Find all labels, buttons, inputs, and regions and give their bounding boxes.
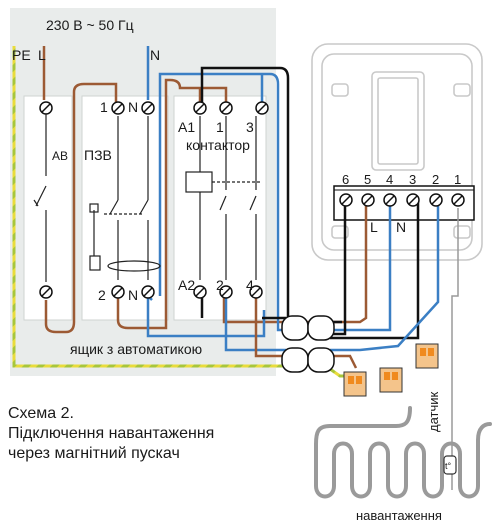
wire-control-return bbox=[330, 202, 420, 340]
sensor-cable bbox=[451, 208, 459, 490]
thermostat-letter-l: L bbox=[370, 219, 378, 235]
n-label: N bbox=[150, 47, 160, 63]
wire-breaker-to-rcd bbox=[44, 82, 118, 334]
screw-terminals bbox=[39, 101, 465, 299]
contactor-bottom-a2: A2 bbox=[178, 277, 195, 293]
thermostat-terminal-block bbox=[333, 185, 475, 221]
screw-slot bbox=[363, 195, 373, 205]
rcd-bottom-2: 2 bbox=[98, 287, 106, 303]
contactor-coil-symbol bbox=[185, 116, 262, 280]
screw-slot bbox=[143, 103, 153, 113]
thermostat-terminal-3: 3 bbox=[409, 172, 416, 187]
contactor-top-3: 3 bbox=[246, 119, 254, 135]
screw-slot bbox=[341, 195, 351, 205]
thermostat-terminal-4: 4 bbox=[386, 172, 393, 187]
contactor-label: контактор bbox=[186, 137, 250, 153]
rcd-module bbox=[81, 95, 169, 321]
thermostat-terminal-5: 5 bbox=[364, 172, 371, 187]
screw-slot bbox=[257, 103, 267, 113]
screw-slot bbox=[221, 103, 231, 113]
breaker-label: АВ bbox=[52, 149, 68, 163]
screw-slot bbox=[41, 287, 51, 297]
screw-slot bbox=[195, 103, 205, 113]
wire-n-to-thermostat bbox=[158, 72, 392, 332]
thermostat-letter-n: N bbox=[396, 219, 406, 235]
caption-line-2: Підключення навантаження bbox=[8, 425, 215, 442]
caption-line-1: Схема 2. bbox=[8, 405, 74, 422]
load-label: навантаження bbox=[356, 508, 442, 523]
thermostat-terminal-6: 6 bbox=[342, 172, 349, 187]
rcd-bottom-n: N bbox=[128, 287, 138, 303]
caption: Схема 2. Підключення навантаження через … bbox=[8, 404, 214, 464]
contactor-top-a1: A1 bbox=[178, 119, 195, 135]
thermostat bbox=[311, 43, 483, 261]
wire-contactor-2-load bbox=[222, 200, 368, 324]
rcd-top-n: N bbox=[128, 99, 138, 115]
screw-slot bbox=[385, 195, 395, 205]
heating-cable bbox=[314, 406, 492, 499]
breaker-module bbox=[23, 95, 73, 321]
screw-slot bbox=[251, 287, 261, 297]
wire-rcd-to-contactor-l bbox=[116, 78, 228, 330]
screw-slot bbox=[41, 103, 51, 113]
screw-slot bbox=[431, 195, 441, 205]
screw-slot bbox=[221, 287, 231, 297]
pe-label: PE bbox=[12, 47, 31, 63]
rcd-top-1: 1 bbox=[100, 99, 108, 115]
cable-sleeves bbox=[281, 315, 335, 373]
contactor-top-1: 1 bbox=[216, 119, 224, 135]
box-label: ящик з автоматикою bbox=[70, 341, 202, 357]
wire-coil-control bbox=[200, 66, 347, 336]
screw-slot bbox=[408, 195, 418, 205]
wire-load-l bbox=[254, 296, 358, 369]
rcd-label: ПЗВ bbox=[84, 147, 112, 163]
sensor-probe bbox=[443, 455, 457, 475]
supply-label: 230 В ~ 50 Гц bbox=[46, 17, 134, 33]
wire-connectors bbox=[343, 343, 439, 397]
screw-slot bbox=[113, 287, 123, 297]
screw-slot bbox=[143, 287, 153, 297]
caption-line-3: через магнітний пускач bbox=[8, 445, 180, 462]
l-label: L bbox=[38, 47, 46, 63]
breaker-switch-symbol bbox=[33, 114, 47, 282]
screw-slot bbox=[113, 103, 123, 113]
rcd-switch-symbol bbox=[89, 116, 161, 280]
thermostat-terminal-1: 1 bbox=[454, 172, 461, 187]
contactor-bottom-2: 2 bbox=[216, 277, 224, 293]
thermostat-terminal-2: 2 bbox=[432, 172, 439, 187]
sensor-label: датчик bbox=[426, 391, 441, 432]
sensor-symbol: t° bbox=[445, 461, 452, 471]
wire-load-n bbox=[224, 202, 440, 352]
screw-slot bbox=[453, 195, 463, 205]
screw-slot bbox=[195, 287, 205, 297]
contactor-bottom-4: 4 bbox=[246, 277, 254, 293]
